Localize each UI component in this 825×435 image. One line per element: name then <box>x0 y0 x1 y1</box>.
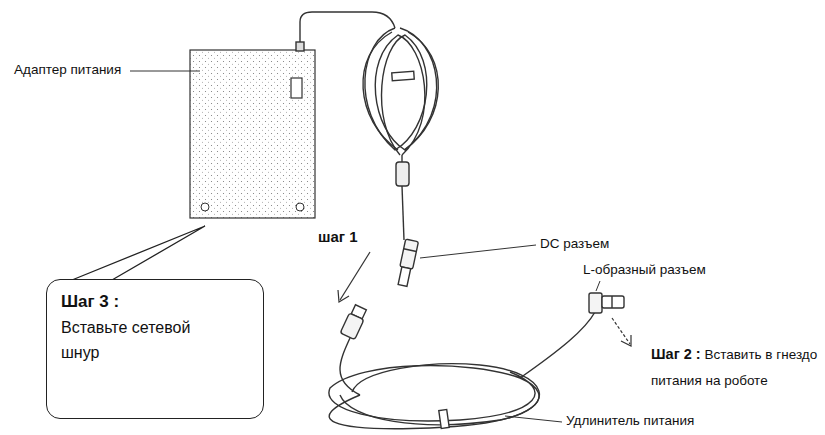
extension-cable <box>329 293 624 429</box>
step-label: Шаг 2 : <box>651 346 701 362</box>
leader-line <box>130 71 200 72</box>
part-label: DC разъем <box>540 236 609 253</box>
callout-box: Шаг 3 : Вставьте сетевой шнур <box>46 279 264 419</box>
screw-hole <box>296 203 304 211</box>
leader-line <box>596 281 600 291</box>
step-text: Вставьте сетевой шнур <box>61 316 226 366</box>
adapter-led <box>291 78 302 98</box>
part-label: L-образный разъем <box>583 262 706 279</box>
step-heading: Шаг 3 : <box>61 292 249 312</box>
step-label: шаг 1 <box>318 228 358 247</box>
leader-line <box>505 416 562 422</box>
dc-cable <box>296 12 438 287</box>
step-2-note: Шаг 2 : Вставить в гнездо питания на роб… <box>651 341 819 394</box>
adapter-body <box>190 50 315 218</box>
step-arrow <box>338 252 370 302</box>
part-label: Адаптер питания <box>14 62 121 79</box>
part-label: Удлинитель питания <box>566 413 694 430</box>
step-arrow <box>612 318 631 346</box>
screw-hole <box>201 203 209 211</box>
leader-line <box>420 245 536 258</box>
callout-tail <box>72 226 205 280</box>
